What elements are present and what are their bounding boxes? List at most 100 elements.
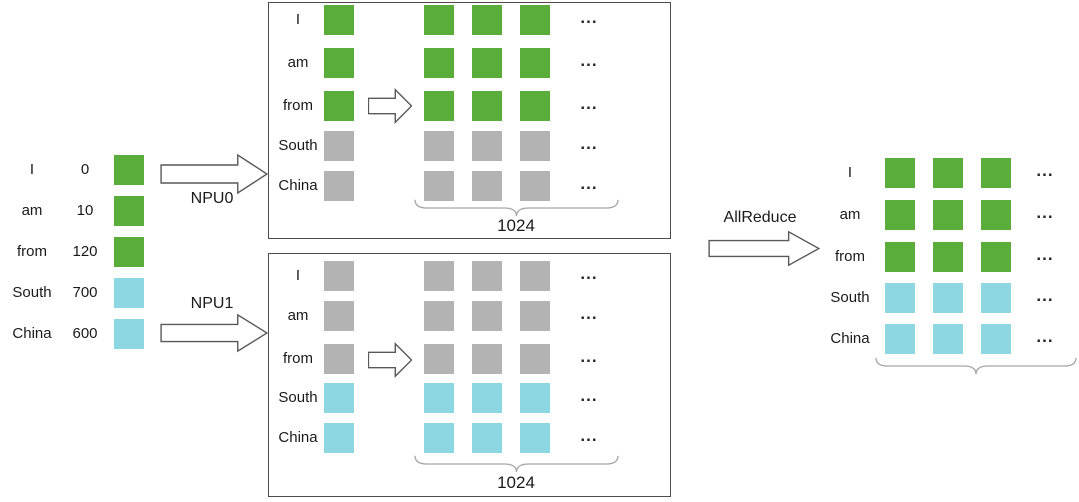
panel-token-label: am [287, 307, 309, 324]
lookup-arrow [368, 342, 412, 378]
output-matrix-cell [885, 158, 915, 188]
output-matrix-cell [885, 200, 915, 230]
output-token-label: I [847, 164, 853, 181]
input-token-label: am [21, 202, 43, 219]
embedding-matrix-cell [520, 344, 550, 374]
lookup-arrow [368, 88, 412, 124]
embedding-matrix-cell [472, 91, 502, 121]
panel-token-label: I [295, 11, 301, 28]
input-embedding-cell [114, 237, 144, 267]
width-brace [414, 199, 619, 217]
panel-token-label: China [278, 177, 318, 194]
embedding-matrix-cell [520, 423, 550, 453]
embedding-matrix-cell [520, 131, 550, 161]
npu0-arrow-label: NPU0 [190, 190, 234, 207]
row-ellipsis: ... [580, 304, 598, 323]
width-brace [414, 455, 619, 473]
panel-token-label: I [295, 267, 301, 284]
embedding-matrix-cell [472, 261, 502, 291]
panel-token-label: from [283, 350, 313, 367]
row-ellipsis: ... [580, 134, 598, 153]
input-token-id: 0 [80, 161, 90, 178]
embedding-matrix-cell [424, 423, 454, 453]
embedding-matrix-cell [520, 383, 550, 413]
embedding-matrix-cell [424, 344, 454, 374]
embedding-matrix-cell [472, 171, 502, 201]
embedding-matrix-cell [520, 5, 550, 35]
embedding-matrix-cell [520, 48, 550, 78]
npu1-panel: I am from South China ... ... ... ... .. [268, 253, 671, 497]
key-embedding-cell [324, 171, 354, 201]
embedding-matrix-cell [424, 48, 454, 78]
output-matrix-cell [981, 283, 1011, 313]
key-embedding-cell [324, 48, 354, 78]
input-token-label: China [12, 325, 52, 342]
key-embedding-cell [324, 344, 354, 374]
width-brace [875, 357, 1077, 375]
embedding-matrix-cell [472, 344, 502, 374]
key-embedding-cell [324, 301, 354, 331]
row-ellipsis: ... [580, 51, 598, 70]
output-matrix-cell [933, 324, 963, 354]
embedding-matrix-cell [472, 131, 502, 161]
npu1-arrow [160, 313, 268, 353]
input-token-id: 120 [72, 243, 98, 260]
embedding-matrix-cell [424, 383, 454, 413]
panel-token-label: China [278, 429, 318, 446]
key-embedding-cell [324, 5, 354, 35]
output-matrix-cell [933, 158, 963, 188]
output-matrix-cell [933, 200, 963, 230]
panel-token-label: from [283, 97, 313, 114]
embedding-matrix-cell [424, 91, 454, 121]
embedding-matrix-cell [472, 423, 502, 453]
npu1-arrow-label: NPU1 [190, 295, 234, 312]
output-token-label: am [839, 206, 861, 223]
input-embedding-cell [114, 319, 144, 349]
row-ellipsis: ... [1036, 327, 1054, 346]
embedding-matrix-cell [520, 91, 550, 121]
row-ellipsis: ... [1036, 161, 1054, 180]
key-embedding-cell [324, 423, 354, 453]
row-ellipsis: ... [1036, 203, 1054, 222]
embedding-matrix-cell [472, 5, 502, 35]
embedding-matrix-cell [472, 301, 502, 331]
input-token-label: I [29, 161, 35, 178]
input-embedding-cell [114, 278, 144, 308]
output-token-label: South [830, 289, 870, 306]
key-embedding-cell [324, 383, 354, 413]
embedding-matrix-cell [424, 131, 454, 161]
embedding-matrix-cell [424, 5, 454, 35]
output-matrix-cell [981, 242, 1011, 272]
panel-token-label: South [278, 137, 318, 154]
output-matrix-cell [933, 283, 963, 313]
input-token-id: 10 [76, 202, 94, 219]
output-matrix-cell [933, 242, 963, 272]
embedding-matrix-cell [520, 261, 550, 291]
key-embedding-cell [324, 131, 354, 161]
npu0-arrow [160, 153, 268, 195]
key-embedding-cell [324, 91, 354, 121]
output-token-label: from [835, 248, 865, 265]
input-token-id: 700 [72, 284, 98, 301]
input-token-label: South [12, 284, 52, 301]
row-ellipsis: ... [1036, 245, 1054, 264]
row-ellipsis: ... [580, 174, 598, 193]
output-token-label: China [830, 330, 870, 347]
embedding-matrix-cell [424, 261, 454, 291]
input-embedding-cell [114, 196, 144, 226]
panel-token-label: am [287, 54, 309, 71]
embedding-matrix-cell [424, 171, 454, 201]
row-ellipsis: ... [580, 8, 598, 27]
row-ellipsis: ... [580, 386, 598, 405]
panel-token-label: South [278, 389, 318, 406]
embedding-matrix-cell [520, 301, 550, 331]
output-matrix-cell [981, 158, 1011, 188]
input-token-label: from [17, 243, 47, 260]
allreduce-arrow-label: AllReduce [723, 209, 797, 226]
row-ellipsis: ... [1036, 286, 1054, 305]
embedding-matrix-cell [520, 171, 550, 201]
embedding-matrix-cell [424, 301, 454, 331]
output-matrix-cell [981, 324, 1011, 354]
row-ellipsis: ... [580, 94, 598, 113]
